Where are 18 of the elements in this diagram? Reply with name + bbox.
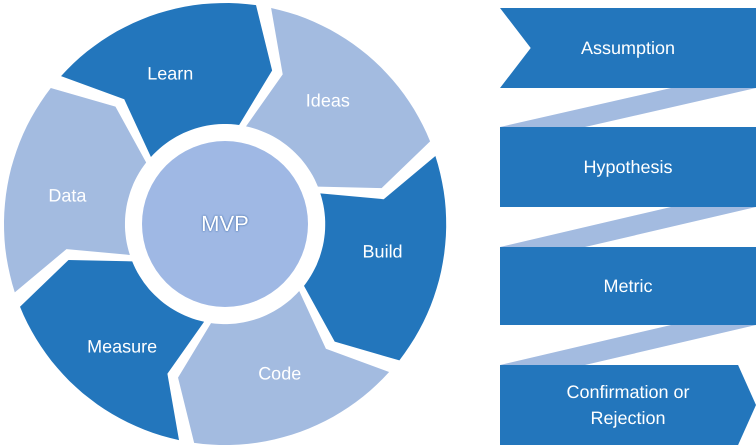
segment-label: Learn	[147, 63, 194, 84]
ribbon-fold	[500, 88, 756, 127]
ribbon-banner	[500, 247, 756, 325]
ribbon-fold	[500, 207, 756, 247]
ribbon-fold	[500, 325, 756, 365]
segment-label: Build	[362, 241, 403, 262]
segment-label: Code	[258, 364, 302, 385]
segment-label: Data	[48, 186, 86, 207]
ribbon-banner	[500, 365, 756, 445]
segment-label: Ideas	[306, 90, 350, 112]
banner-label: Confirmation or Rejection	[565, 380, 691, 430]
banner-label: Metric	[604, 274, 652, 298]
banner-label: Hypothesis	[583, 156, 673, 179]
segment-label: Measure	[87, 336, 158, 358]
ribbon-banner	[500, 127, 756, 207]
center-label: MVP	[201, 211, 249, 237]
banner-label: Assumption	[580, 36, 676, 60]
ribbon-banner	[500, 8, 756, 88]
